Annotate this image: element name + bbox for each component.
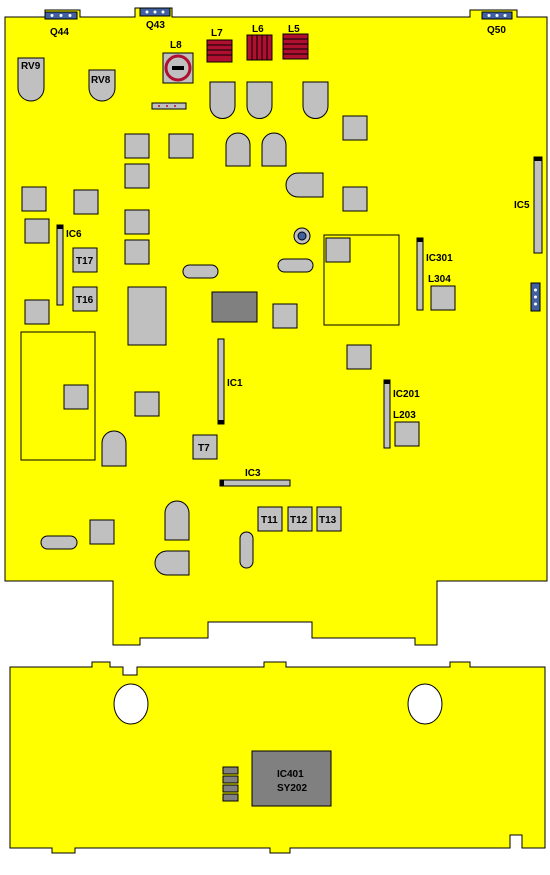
transistor-3: [302, 81, 329, 119]
label-l7: L7: [211, 28, 223, 39]
transformer-t16: [72, 286, 98, 312]
square-components: [21, 115, 456, 545]
label-q44: Q44: [50, 27, 69, 38]
resistor-oval-3: [40, 535, 78, 550]
label-ic1: IC1: [227, 378, 243, 389]
label-ic6: IC6: [66, 229, 82, 240]
label-q50: Q50: [487, 25, 506, 36]
mounting-hole-right: [407, 683, 443, 725]
label-ic3: IC3: [245, 468, 261, 479]
label-t16: T16: [76, 295, 94, 306]
label-t12: T12: [290, 515, 308, 526]
transistor-1: [209, 81, 236, 119]
ic6: [56, 224, 64, 306]
capacitor-block: [127, 286, 167, 346]
shield-outline-right: [323, 234, 400, 326]
label-t13: T13: [319, 515, 337, 526]
ic5: [533, 156, 543, 254]
coil-l5: [282, 33, 309, 60]
label-t7: T7: [198, 443, 210, 454]
resistor-oval-4: [239, 531, 254, 569]
label-l304: L304: [428, 274, 451, 285]
ic3: [219, 479, 291, 487]
connector-q43: [139, 7, 171, 17]
transformer-t12: [287, 506, 313, 532]
label-ic401: IC401: [277, 769, 304, 780]
transistor-7: [101, 430, 127, 467]
coil-l6: [246, 34, 273, 61]
trimmer-rv9: [17, 57, 45, 102]
label-ic301: IC301: [426, 253, 453, 264]
ic1: [217, 338, 225, 425]
label-rv8: RV8: [91, 75, 111, 86]
connector-right: [530, 282, 541, 312]
label-l8: L8: [170, 40, 182, 51]
label-l6: L6: [252, 24, 264, 35]
connector-small-header: [151, 102, 187, 110]
trimmer-screw: [293, 227, 311, 245]
shield-outline-left: [20, 331, 96, 461]
label-l203: L203: [393, 410, 416, 421]
ic301: [416, 237, 424, 311]
label-t17: T17: [76, 256, 94, 267]
coil-l7: [206, 39, 233, 63]
label-rv9: RV9: [21, 61, 41, 72]
transistor-5: [261, 132, 287, 167]
connector-q44: [44, 11, 78, 20]
transistor-4: [225, 132, 251, 167]
mounting-hole-left: [113, 683, 149, 725]
label-q43: Q43: [146, 20, 165, 31]
label-l5: L5: [288, 24, 300, 35]
coil-l8: [162, 52, 194, 84]
ic-dark-block: [211, 291, 258, 323]
label-sy202: SY202: [277, 783, 307, 794]
transformer-t7: [192, 434, 218, 460]
resistor-oval-1: [182, 264, 219, 279]
transistor-9: [154, 550, 190, 576]
trimmer-rv8: [88, 69, 116, 102]
label-ic5: IC5: [514, 200, 530, 211]
transistor-8: [164, 500, 190, 541]
transformer-t17: [72, 247, 98, 273]
connector-q50: [481, 11, 513, 20]
transistor-2: [246, 81, 273, 119]
label-ic201: IC201: [393, 389, 420, 400]
ic401-pads: [222, 766, 239, 802]
ic401: [251, 750, 332, 807]
label-t11: T11: [261, 515, 278, 526]
transistor-6: [285, 172, 324, 198]
resistor-oval-2: [277, 258, 314, 273]
ic201: [383, 379, 391, 449]
transformer-t13: [316, 506, 342, 532]
transformer-t11: [257, 506, 283, 532]
